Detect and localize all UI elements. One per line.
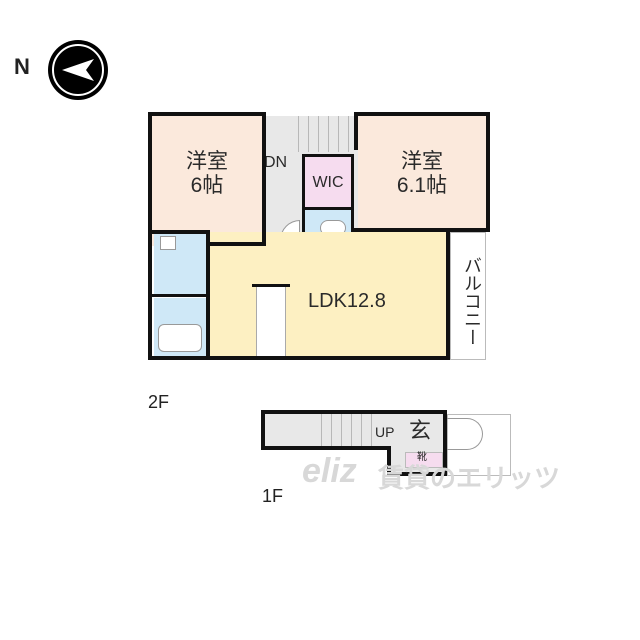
floor-2-plan: 洋室 6帖 DN WIC 洋室 6.1帖 LDK12.8 バルコニー xyxy=(148,112,494,368)
ldk xyxy=(210,232,446,360)
watermark-logo: eliz xyxy=(302,452,357,490)
floor-2-label: 2F xyxy=(148,392,170,412)
stairs-1f xyxy=(261,410,447,450)
watermark-text: 賃貸のエリッツ xyxy=(378,463,561,493)
shoe-box-label: 靴 xyxy=(417,452,427,463)
stairs-treads-1f xyxy=(321,414,381,446)
ldk-label: LDK12.8 xyxy=(308,290,386,312)
entrance-door-icon xyxy=(447,418,483,450)
stairs-up-label: UP xyxy=(375,424,395,440)
kitchen-counter xyxy=(256,286,286,360)
western-room-1-label: 洋室 6帖 xyxy=(186,150,228,198)
western-room-1 xyxy=(152,116,262,246)
western-room-2 xyxy=(358,116,486,232)
compass-label: N xyxy=(14,54,30,79)
balcony xyxy=(450,232,486,360)
bathtub-icon xyxy=(158,324,202,352)
north-arrow-icon xyxy=(48,40,108,100)
floor-1-plan: UP 玄 靴 xyxy=(261,410,511,480)
sink-icon xyxy=(160,236,176,250)
stairs-dn-label: DN xyxy=(264,154,288,171)
entrance-label: 玄 xyxy=(409,418,432,443)
shoe-box xyxy=(405,452,443,468)
wic-label: WIC xyxy=(312,174,344,191)
balcony-label: バルコニー xyxy=(462,256,482,346)
western-room-2-label: 洋室 6.1帖 xyxy=(396,150,448,198)
walk-in-closet xyxy=(302,154,354,210)
floor-1-label: 1F xyxy=(262,486,284,506)
